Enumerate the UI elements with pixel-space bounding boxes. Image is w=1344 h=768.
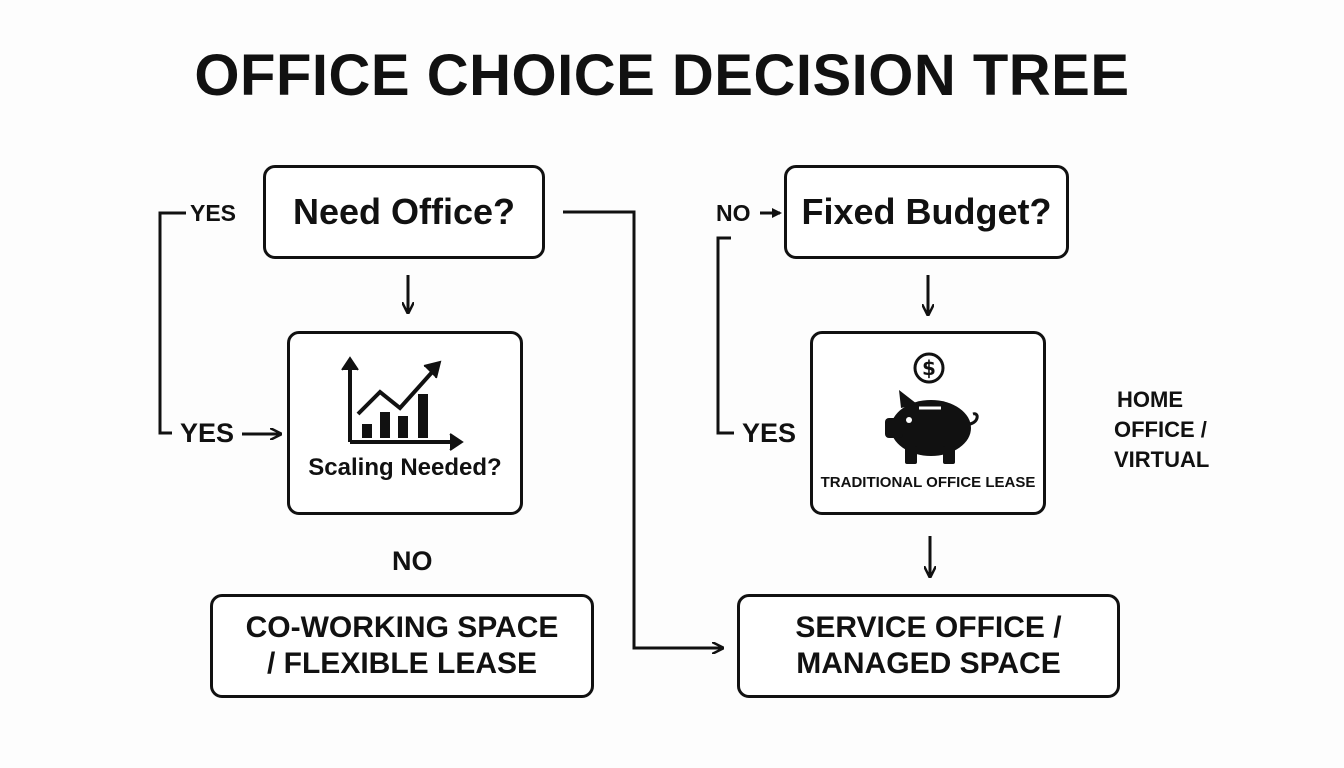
service-line2: MANAGED SPACE [796,647,1061,680]
yes-mid-label: YES [180,418,235,448]
coworking-line1: CO-WORKING SPACE [245,611,559,644]
scaling-needed-label: Scaling Needed? [308,454,502,481]
home-office-virtual-note: HOME OFFICE / VIRTUAL [1114,385,1209,475]
yes-top-label: YES [190,200,237,226]
fixed-budget-node: Fixed Budget? [784,165,1069,259]
bar-chart-growth-icon [341,356,464,451]
yes-bracket-line [158,211,186,435]
right-bracket-line [716,236,734,435]
scaling-needed-node: Scaling Needed? [287,331,523,515]
coworking-outcome-node: CO-WORKING SPACE / FLEXIBLE LEASE [210,594,594,698]
yes-right-label: YES [742,418,797,448]
service-office-outcome-node: SERVICE OFFICE / MANAGED SPACE [737,594,1120,698]
need-office-label: Need Office? [292,191,516,232]
no-mid-label: NO [392,546,433,576]
page-title: OFFICE CHOICE DECISION TREE [194,43,1130,108]
fixed-budget-label: Fixed Budget? [801,191,1052,232]
side-note-line1: HOME [1117,387,1183,412]
need-office-node: Need Office? [263,165,545,259]
side-note-line2: OFFICE / [1114,417,1207,442]
service-line1: SERVICE OFFICE / [795,611,1062,644]
svg-text:$: $ [922,356,936,380]
traditional-lease-node: $ TRADITIONAL OFFICE LEASE [810,331,1046,515]
coworking-line2: / FLEXIBLE LEASE [266,647,538,680]
traditional-lease-label: TRADITIONAL OFFICE LEASE [820,474,1036,491]
piggy-bank-dollar-icon: $ [885,352,979,464]
no-right-label: NO [716,200,751,226]
need-office-to-service-connector [563,210,722,648]
side-note-line3: VIRTUAL [1114,447,1210,472]
